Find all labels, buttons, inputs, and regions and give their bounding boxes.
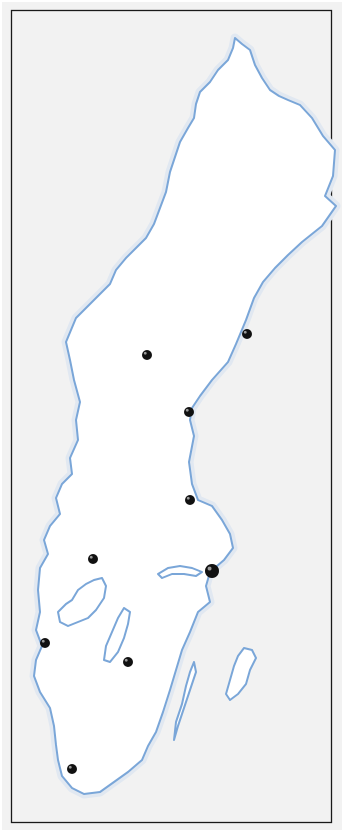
city-markers bbox=[40, 329, 252, 774]
marker-dot bbox=[123, 657, 133, 667]
map-border bbox=[10, 9, 333, 824]
sweden-coastline bbox=[33, 37, 337, 795]
marker-dot bbox=[88, 554, 98, 564]
marker-highlight bbox=[185, 408, 189, 412]
island-gotland bbox=[225, 647, 257, 701]
marker-dot bbox=[142, 350, 152, 360]
marker-dot bbox=[185, 495, 195, 505]
marker-highlight bbox=[89, 555, 93, 559]
marker-dot bbox=[205, 564, 219, 578]
marker-dot bbox=[242, 329, 252, 339]
marker-highlight bbox=[68, 765, 72, 769]
lake-vanern bbox=[57, 577, 107, 627]
marker-highlight bbox=[207, 566, 212, 571]
lake-vattern bbox=[103, 607, 131, 663]
island-oland bbox=[173, 661, 197, 741]
marker-dot bbox=[184, 407, 194, 417]
city-marker bbox=[123, 657, 133, 667]
marker-highlight bbox=[41, 639, 45, 643]
city-marker bbox=[67, 764, 77, 774]
marker-highlight bbox=[124, 658, 128, 662]
marker-highlight bbox=[186, 496, 190, 500]
city-marker bbox=[88, 554, 98, 564]
lake-malaren bbox=[157, 565, 203, 579]
city-marker bbox=[40, 638, 50, 648]
marker-dot bbox=[67, 764, 77, 774]
city-marker bbox=[185, 495, 195, 505]
capital-marker bbox=[205, 564, 219, 578]
marker-highlight bbox=[143, 351, 147, 355]
city-marker bbox=[242, 329, 252, 339]
city-marker bbox=[184, 407, 194, 417]
marker-dot bbox=[40, 638, 50, 648]
city-marker bbox=[142, 350, 152, 360]
marker-highlight bbox=[243, 330, 247, 334]
